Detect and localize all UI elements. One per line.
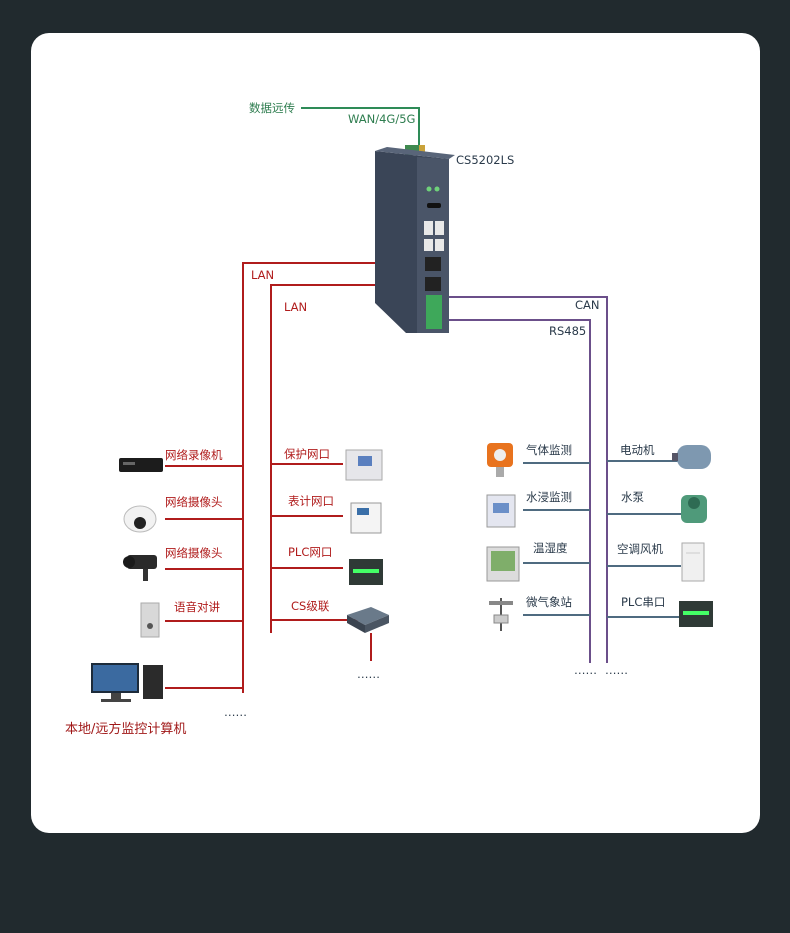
- weather-station-icon: [489, 598, 513, 631]
- lan2-device-label: PLC网口: [288, 545, 332, 559]
- lan2-device-label: CS级联: [291, 599, 330, 613]
- rs485-device-label: 水浸监测: [526, 490, 572, 504]
- lan1-device-label: 网络摄像头: [165, 495, 223, 509]
- network-topology-diagram: 数据远传 WAN/4G/5G CS5202LS LAN LAN CAN RS48…: [65, 101, 713, 737]
- gas-detector-icon: [487, 443, 513, 477]
- lan2-device-label: 保护网口: [284, 447, 330, 461]
- rs485-device-label: 微气象站: [526, 595, 572, 609]
- intercom-icon: [140, 602, 160, 638]
- motor-icon: [672, 445, 711, 469]
- can-device-label: PLC串口: [621, 595, 665, 609]
- can-bus-line: [447, 296, 608, 663]
- device-model-label: CS5202LS: [456, 153, 514, 167]
- rs485-bus-line: [447, 319, 591, 663]
- thermo-hygrometer-icon: [486, 546, 520, 582]
- nvr-icon: [119, 458, 163, 472]
- diagram-card: 数据远传 WAN/4G/5G CS5202LS LAN LAN CAN RS48…: [31, 33, 760, 833]
- lan1-label: LAN: [251, 268, 274, 282]
- ellipsis: ……: [605, 663, 628, 677]
- ac-fan-icon: [681, 542, 705, 582]
- protection-device-icon: [345, 449, 383, 481]
- can-device-label: 空调风机: [617, 542, 663, 556]
- can-device-label: 水泵: [621, 490, 644, 504]
- cascade-device-icon: [347, 607, 389, 633]
- gateway-device-icon: [375, 145, 455, 333]
- lan1-device-label: 语音对讲: [174, 600, 220, 614]
- lan2-device-label: 表计网口: [288, 494, 334, 508]
- remote-label: 数据远传: [249, 101, 295, 115]
- rs485-label: RS485: [549, 324, 586, 338]
- computer-label: 本地/远方监控计算机: [65, 721, 186, 737]
- lan2-label: LAN: [284, 300, 307, 314]
- ellipsis: ……: [574, 663, 597, 677]
- can-label: CAN: [575, 298, 600, 312]
- meter-icon: [350, 502, 382, 534]
- ellipsis: ……: [224, 705, 247, 719]
- wan-line: [301, 107, 420, 153]
- water-leak-icon: [486, 494, 516, 528]
- dome-camera-icon: [123, 505, 157, 533]
- wan-label: WAN/4G/5G: [348, 112, 415, 126]
- lan1-device-label: 网络录像机: [165, 448, 223, 462]
- bullet-camera-icon: [123, 555, 157, 581]
- plc-icon: [349, 559, 383, 585]
- plc-serial-icon: [679, 601, 713, 627]
- pump-icon: [681, 495, 707, 523]
- lan1-line: [242, 262, 427, 693]
- can-device-label: 电动机: [620, 443, 655, 457]
- computer-icon: [91, 663, 163, 702]
- ellipsis: ……: [357, 667, 380, 681]
- lan1-device-label: 网络摄像头: [165, 546, 223, 560]
- rs485-device-label: 温湿度: [533, 541, 568, 555]
- rs485-device-label: 气体监测: [526, 443, 572, 457]
